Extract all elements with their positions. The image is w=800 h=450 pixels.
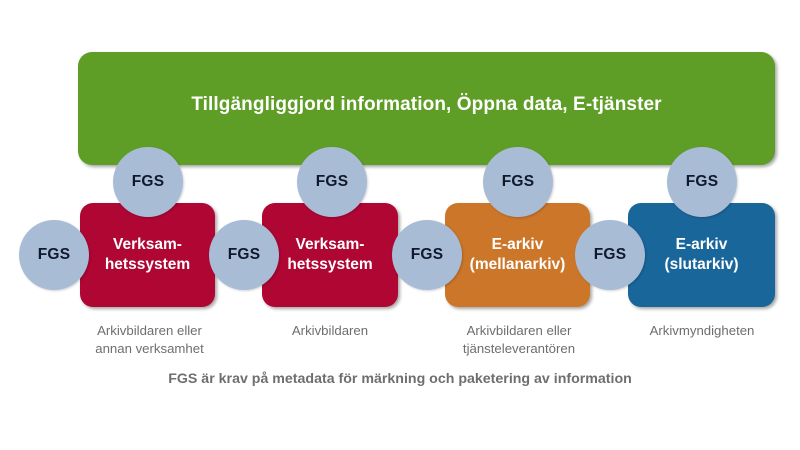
box-verksamhetssystem-2-label: Verksam- hetssystem [287, 236, 373, 273]
box-e-arkiv-mellanarkiv-label: E-arkiv (mellanarkiv) [469, 236, 566, 273]
caption-e-arkiv-slutarkiv: Arkivmyndigheten [649, 323, 755, 338]
box-verksamhetssystem-1: Verksam- hetssystem [80, 203, 215, 307]
availability-banner: Tillgängliggjord information, Öppna data… [78, 52, 775, 165]
box-e-arkiv-slutarkiv-label: E-arkiv (slutarkiv) [664, 236, 739, 273]
fgs-circle-top-3-label: FGS [501, 173, 535, 190]
fgs-circle-side-1-label: FGS [37, 246, 71, 263]
caption-e-arkiv-mellanarkiv: Arkivbildaren eller tjänsteleverantören [462, 323, 576, 356]
box-verksamhetssystem-2: Verksam- hetssystem [262, 203, 398, 307]
fgs-circle-side-3-label: FGS [410, 246, 444, 263]
fgs-circle-top-2: FGS [297, 147, 367, 217]
fgs-circle-top-2-label: FGS [315, 173, 349, 190]
caption-verksamhetssystem-2: Arkivbildaren [291, 323, 369, 338]
fgs-circle-side-4: FGS [575, 220, 645, 290]
box-e-arkiv-mellanarkiv: E-arkiv (mellanarkiv) [445, 203, 590, 307]
banner-label: Tillgängliggjord information, Öppna data… [191, 94, 662, 115]
fgs-circle-top-1: FGS [113, 147, 183, 217]
footnote-text: FGS är krav på metadata för märkning och… [168, 371, 632, 387]
fgs-circle-side-1: FGS [19, 220, 89, 290]
fgs-circle-top-1-label: FGS [131, 173, 165, 190]
fgs-circle-top-3: FGS [483, 147, 553, 217]
fgs-circle-side-2: FGS [209, 220, 279, 290]
fgs-circle-side-4-label: FGS [593, 246, 627, 263]
fgs-circle-side-3: FGS [392, 220, 462, 290]
caption-verksamhetssystem-1: Arkivbildaren eller annan verksamhet [95, 323, 204, 356]
fgs-circle-side-2-label: FGS [227, 246, 261, 263]
box-e-arkiv-slutarkiv: E-arkiv (slutarkiv) [628, 203, 775, 307]
fgs-circle-top-4: FGS [667, 147, 737, 217]
fgs-circle-top-4-label: FGS [685, 173, 719, 190]
box-verksamhetssystem-1-label: Verksam- hetssystem [104, 236, 191, 273]
